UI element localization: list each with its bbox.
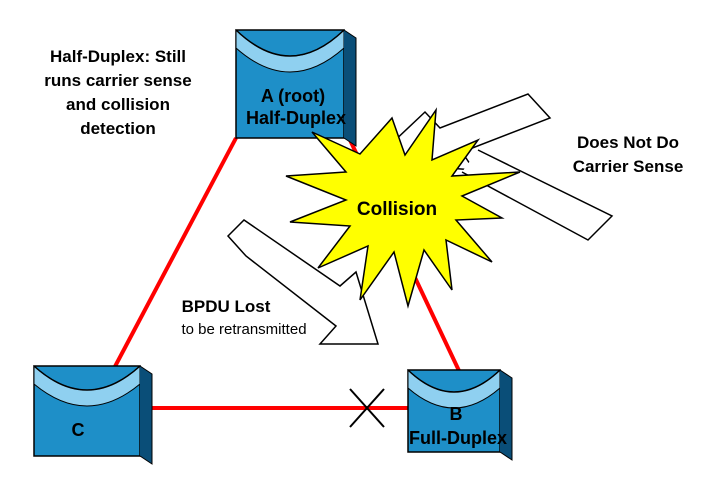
switch-a-icon [235,28,357,147]
collision-burst-icon [285,107,521,309]
switch-c-name: C [72,420,85,440]
no-carrier-note-line2: Carrier Sense [573,157,684,176]
bpdu-arrow-icon [226,219,380,345]
bpdu-lost-label: BPDU Lost [182,297,271,316]
blocked-port-icon [349,388,385,428]
switch-a-name: A (root) [261,86,325,106]
switch-a-mode: Half-Duplex [246,108,346,128]
bpdu-retransmit-label: to be retransmitted [181,321,306,338]
switch-b-icon [407,368,513,461]
switch-b-name: B [450,404,463,424]
link-a-c [91,137,238,409]
half-duplex-note-line3: and collision [66,95,170,114]
collision-label: Collision [357,199,437,220]
switch-b-mode: Full-Duplex [409,428,507,448]
switch-c-icon [33,364,153,465]
half-duplex-note-line4: detection [80,119,156,138]
no-carrier-note-line1: Does Not Do [577,133,679,152]
half-duplex-note-line2: runs carrier sense [44,71,191,90]
half-duplex-note-line1: Half-Duplex: Still [50,47,186,66]
